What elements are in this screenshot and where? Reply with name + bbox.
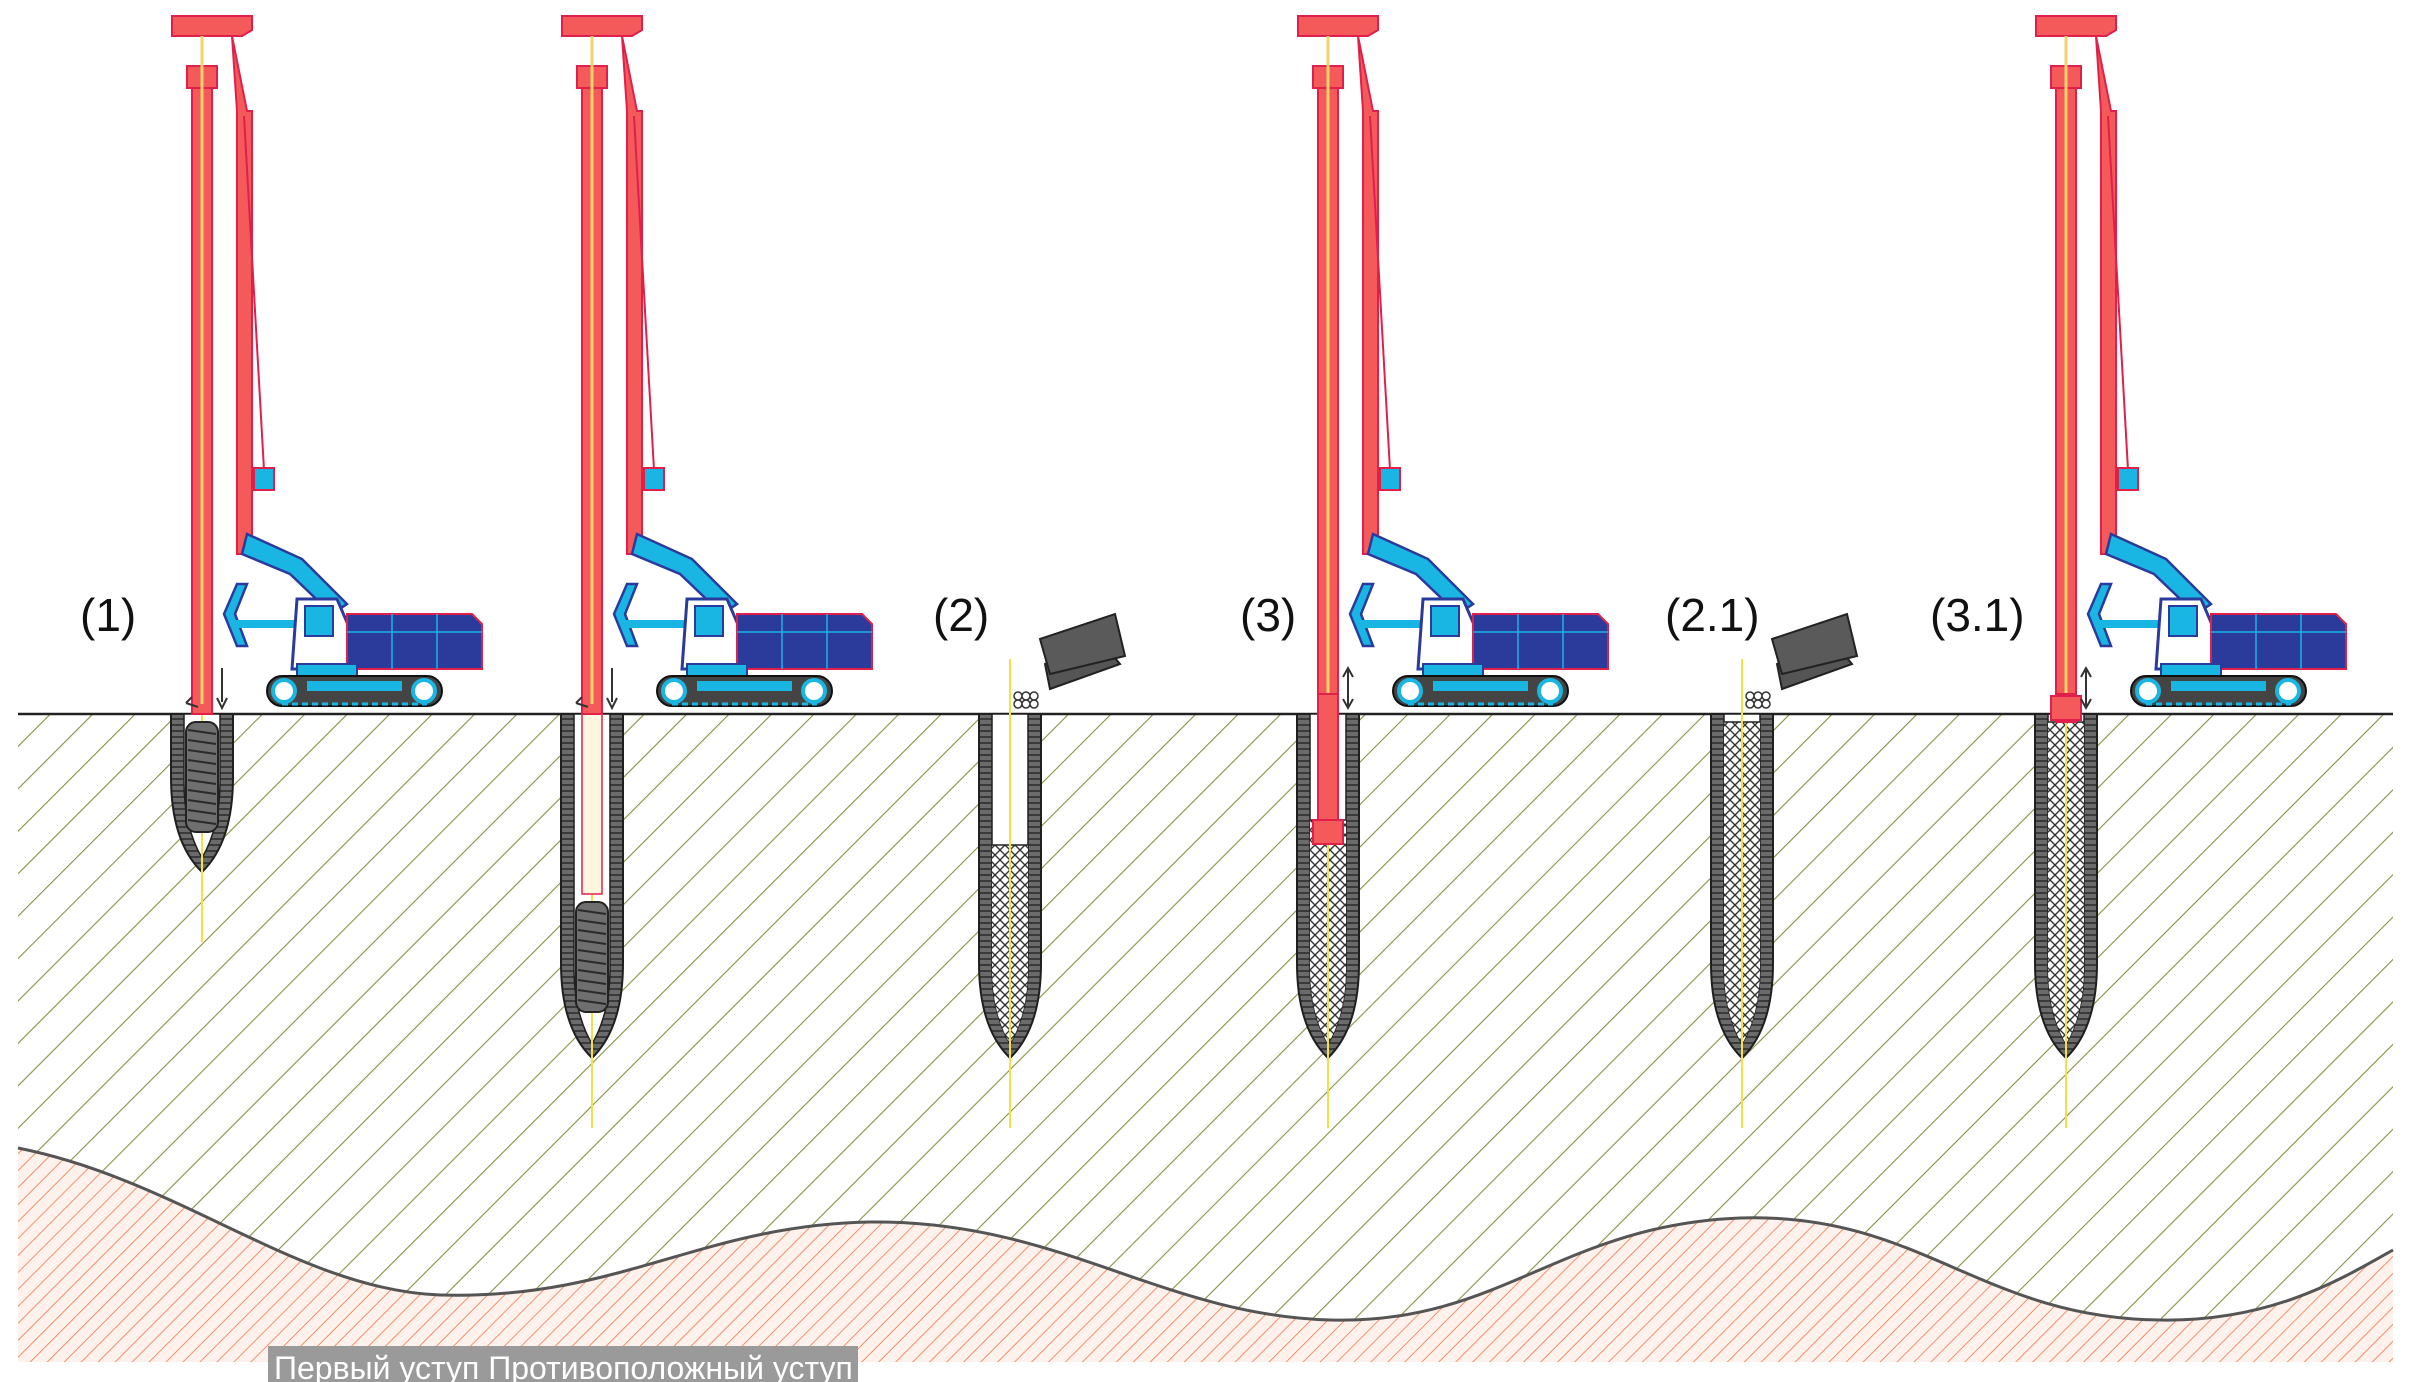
step-4 bbox=[1296, 15, 1609, 1128]
step-3 bbox=[978, 612, 1127, 1128]
cab-window bbox=[304, 605, 334, 637]
mast-top-sheave bbox=[561, 15, 643, 37]
vibro-head bbox=[1312, 819, 1344, 845]
lower-soil-layer bbox=[18, 1148, 2393, 1362]
cable bbox=[633, 115, 655, 471]
aggregate-stone bbox=[1029, 699, 1039, 709]
drill-rod-in-hole bbox=[581, 713, 603, 895]
aggregate-stone bbox=[1013, 691, 1023, 701]
step-label-3-1: (3.1) bbox=[1930, 589, 2025, 641]
step-label-3: (3) bbox=[1240, 589, 1297, 641]
soil-boundary-line bbox=[17, 1146, 2394, 1322]
mast-bracket bbox=[1348, 582, 1375, 648]
base-plate bbox=[2160, 663, 2222, 677]
ground bbox=[17, 712, 2394, 1362]
vibro-rod bbox=[1317, 693, 1339, 821]
aggregate-stone bbox=[1753, 691, 1763, 701]
mast-backstay bbox=[1357, 35, 1379, 555]
track-wheel bbox=[661, 678, 687, 704]
pulley-block bbox=[643, 467, 665, 491]
rotation-arrow-icon bbox=[575, 696, 589, 708]
machine-body bbox=[2210, 613, 2347, 670]
auger-icon bbox=[185, 721, 219, 833]
track-wheel bbox=[411, 678, 437, 704]
machine-body bbox=[346, 613, 483, 670]
caption-text: Первый уступ Противоположный уступ bbox=[274, 1350, 853, 1382]
step-label-2: (2) bbox=[933, 589, 990, 641]
track-wheel bbox=[1537, 678, 1563, 704]
track-wheel bbox=[801, 678, 827, 704]
mast-bracket bbox=[612, 582, 639, 648]
mast-bracket bbox=[2086, 582, 2113, 648]
mast-top-sheave bbox=[171, 15, 253, 37]
machine-body bbox=[1472, 613, 1609, 670]
auger-icon bbox=[575, 901, 609, 1013]
step-2 bbox=[560, 15, 873, 1128]
rotation-arrow-icon bbox=[185, 696, 199, 708]
base-plate bbox=[296, 663, 358, 677]
cab-window bbox=[2168, 605, 2198, 637]
mast-bracket bbox=[222, 582, 249, 648]
track-wheel bbox=[1397, 678, 1423, 704]
aggregate-stone bbox=[1761, 691, 1771, 701]
step-6 bbox=[2034, 15, 2347, 1128]
track-wheel bbox=[2135, 678, 2161, 704]
step-5 bbox=[1710, 612, 1859, 1128]
cable bbox=[1369, 115, 1391, 471]
aggregate-stone bbox=[1745, 691, 1755, 701]
cable bbox=[2107, 115, 2129, 471]
step-1 bbox=[170, 15, 483, 942]
aggregate-stone bbox=[1029, 691, 1039, 701]
mast-backstay bbox=[231, 35, 253, 555]
vibro-head bbox=[2050, 695, 2082, 721]
mast-backstay bbox=[2095, 35, 2117, 555]
aggregate-stone bbox=[1761, 699, 1771, 709]
step-label-1: (1) bbox=[80, 589, 137, 641]
step-label-2-1: (2.1) bbox=[1665, 589, 1760, 641]
cab-window bbox=[1430, 605, 1460, 637]
mast-backstay bbox=[621, 35, 643, 555]
upper-soil-layer bbox=[18, 714, 2393, 1360]
pulley-block bbox=[2117, 467, 2139, 491]
aggregate-stone bbox=[1745, 699, 1755, 709]
pulley-block bbox=[1379, 467, 1401, 491]
track-wheel bbox=[2275, 678, 2301, 704]
aggregate-stone bbox=[1021, 699, 1031, 709]
steps-group bbox=[170, 15, 2347, 1128]
track-wheel bbox=[271, 678, 297, 704]
machine-body bbox=[736, 613, 873, 670]
aggregate-stone bbox=[1753, 699, 1763, 709]
mast-top-sheave bbox=[2035, 15, 2117, 37]
aggregate-stone bbox=[1013, 699, 1023, 709]
aggregate-stone bbox=[1021, 691, 1031, 701]
mast-top-sheave bbox=[1297, 15, 1379, 37]
cab-window bbox=[694, 605, 724, 637]
base-plate bbox=[686, 663, 748, 677]
pulley-block bbox=[253, 467, 275, 491]
caption-bar: Первый уступ Противоположный уступ bbox=[268, 1346, 858, 1382]
base-plate bbox=[1422, 663, 1484, 677]
cable bbox=[243, 115, 265, 471]
